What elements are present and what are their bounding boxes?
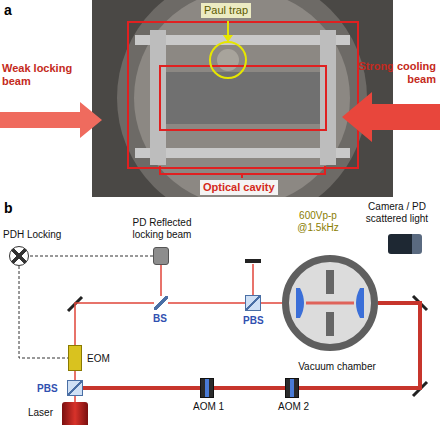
beam-dump <box>245 259 261 263</box>
eom: EOM <box>68 345 82 371</box>
pdh-mixer: PDH Locking <box>9 246 29 266</box>
laser: Laser <box>62 402 88 425</box>
component-label: Vacuum chamber <box>289 361 385 373</box>
panel-letter: b <box>4 200 13 216</box>
mount-plate <box>320 30 336 165</box>
beam-path <box>252 264 254 295</box>
aom: AOM 2 <box>285 378 299 398</box>
pbs-cube: PBS <box>67 380 83 396</box>
drive-voltage: 600Vp-p @1.5kHz <box>288 210 348 233</box>
component-label: AOM 2 <box>278 401 309 413</box>
bracket <box>160 166 325 178</box>
component-label: EOM <box>87 353 110 365</box>
cavity-body <box>166 72 320 124</box>
mount-plate <box>150 30 166 165</box>
cavity-mirror <box>356 288 364 318</box>
component-label: Camera / PD scattered light <box>358 201 436 224</box>
component-label: PD Reflected locking beam <box>122 217 202 240</box>
component-label: PBS <box>37 383 58 395</box>
arrow-head <box>223 35 233 42</box>
pbs-cube: PBS <box>245 295 261 311</box>
component-label: AOM 1 <box>193 401 224 413</box>
cavity-outline <box>128 22 358 168</box>
beam-path <box>168 302 245 304</box>
panel-letter: a <box>4 2 12 18</box>
chamber-flange <box>117 0 367 197</box>
beam-path <box>75 303 154 345</box>
strong-beam-arrow <box>342 92 440 142</box>
trap-highlight <box>210 42 246 78</box>
support-rod <box>135 148 350 158</box>
component-label: PBS <box>243 315 264 327</box>
beam-path <box>74 371 76 380</box>
beam-path <box>214 386 285 390</box>
camera: Camera / PD scattered light <box>388 234 422 254</box>
beam-splitter: BS <box>154 296 168 310</box>
signal-line <box>19 266 68 358</box>
aom: AOM 1 <box>200 378 214 398</box>
component-label: BS <box>153 313 167 325</box>
trap-electrode <box>326 270 334 294</box>
beam-path <box>261 302 282 304</box>
vacuum-chamber: Vacuum chamber <box>282 255 378 351</box>
beam-path <box>83 386 200 390</box>
beam-path <box>160 265 162 296</box>
cavity-beam <box>306 302 354 305</box>
beam-label: Strong cooling beam <box>352 60 436 85</box>
leader-arrow <box>227 21 229 37</box>
callout-label: Optical cavity <box>200 180 278 195</box>
photodiode: PD Reflected locking beam <box>153 247 169 265</box>
chamber-interior <box>288 261 372 345</box>
component-label: Laser <box>28 407 53 419</box>
signal-line <box>29 256 153 257</box>
support-rod <box>135 35 350 45</box>
callout-label: Paul trap <box>201 3 251 18</box>
trap-electrode <box>217 49 239 71</box>
cavity-outline <box>160 66 326 130</box>
beam-label: Weak locking beam <box>2 62 88 87</box>
component-label: PDH Locking <box>3 229 61 241</box>
weak-beam-arrow <box>0 102 102 138</box>
trap-electrode <box>326 312 334 336</box>
cavity-mirror <box>296 288 304 318</box>
